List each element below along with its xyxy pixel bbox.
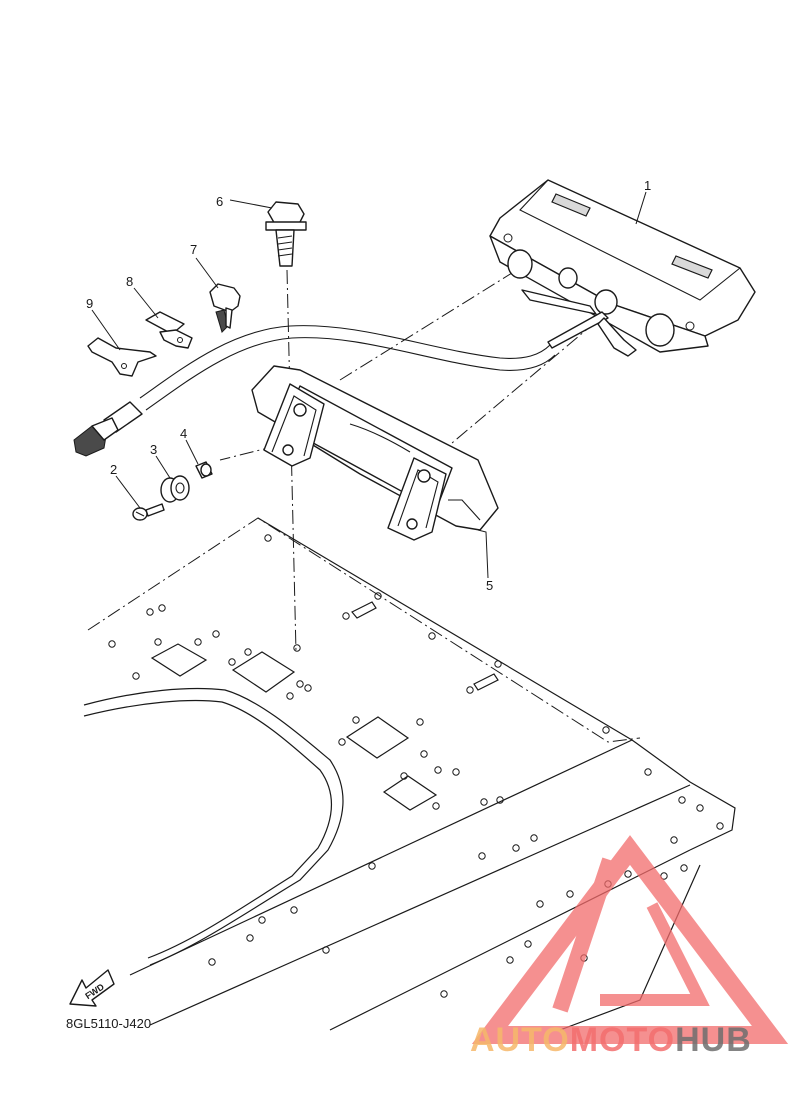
small-bracket [87,337,157,377]
callout-7: 7 [190,242,197,257]
callout-6: 6 [216,194,223,209]
screw [132,503,165,521]
wire-clip [209,283,241,333]
callout-8: 8 [126,274,133,289]
tail-light-bracket [251,365,499,541]
callout-labels: 1 2 3 4 5 6 7 8 9 [86,178,651,593]
collar [195,461,213,479]
flange-bolt [265,201,307,267]
callout-5: 5 [486,578,493,593]
callout-2: 2 [110,462,117,477]
callout-3: 3 [150,442,157,457]
diagram-code: 8GL5110-J420 [66,1016,152,1031]
grommet [160,475,190,503]
callout-1: 1 [644,178,651,193]
wire-holder [145,311,193,349]
watermark-moto: MOTO [569,1021,676,1059]
callout-4: 4 [180,426,187,441]
tail-light-assembly [489,179,756,357]
frame-tunnel [83,517,736,1031]
watermark-text: AUTOMOTOHUB [470,1022,752,1058]
watermark-hub: HUB [675,1021,752,1059]
leader-lines [91,191,647,579]
watermark-auto: AUTO [470,1021,570,1059]
wiring-harness [73,325,556,457]
watermark-logo-icon [471,835,789,1044]
fwd-arrow-icon: FWD [69,969,115,1007]
callout-9: 9 [86,296,93,311]
